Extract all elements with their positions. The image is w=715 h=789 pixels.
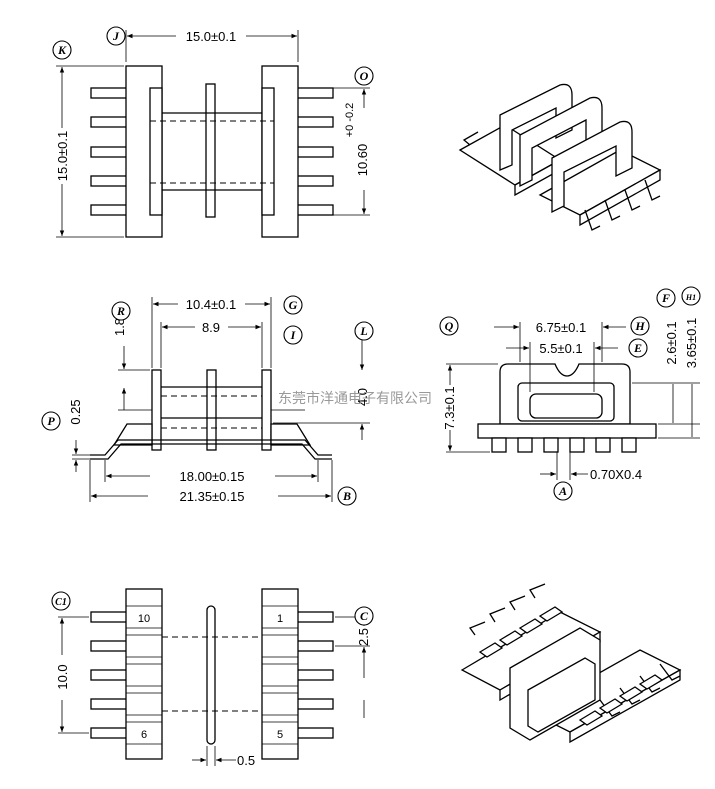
dim-bot-2: 2.5: [356, 628, 371, 646]
side-view: 10.4±0.1 8.9 1.8 4.0 0.25 18.00±0.15: [41, 295, 374, 506]
pin-5: 5: [277, 729, 283, 741]
pin-1: 1: [277, 613, 283, 625]
label-P: P: [41, 411, 61, 431]
watermark-text: 东莞市洋通电子有限公司: [278, 390, 432, 407]
label-C: C: [354, 606, 374, 626]
dim-side-2: 8.9: [202, 320, 220, 335]
front-view: 6.75±0.1 5.5±0.1 2.6±0.1 3.65±0.1 7.3±0.…: [439, 286, 701, 501]
bottom-view: 10 1 6 5 10.0 2.5 0.5 C1 C: [51, 588, 374, 768]
label-H1: H1: [681, 286, 701, 306]
label-J: J: [106, 26, 126, 46]
label-Q: Q: [439, 316, 459, 336]
svg-text:C: C: [360, 609, 369, 623]
svg-text:H: H: [634, 319, 645, 333]
label-L: L: [354, 321, 374, 341]
dim-front-4: 3.65±0.1: [684, 318, 699, 369]
svg-text:L: L: [359, 324, 367, 338]
dim-side-4: 4.0: [355, 388, 370, 406]
top-view: 15.0±0.1 15.0±0.1 10.60 +0 -0.2 J K O: [52, 26, 374, 238]
svg-text:P: P: [47, 414, 55, 428]
svg-text:A: A: [558, 484, 567, 498]
svg-text:G: G: [289, 298, 298, 312]
dim-bot-3: 0.5: [237, 753, 255, 768]
pin-6: 6: [141, 729, 147, 741]
dim-side-7: 21.35±0.15: [180, 489, 245, 504]
svg-text:J: J: [112, 29, 120, 43]
dim-side-6: 18.00±0.15: [180, 469, 245, 484]
dim-side-1: 10.4±0.1: [186, 297, 237, 312]
dim-top-width: 15.0±0.1: [186, 29, 237, 44]
dim-bot-1: 10.0: [55, 664, 70, 689]
label-E: E: [628, 338, 648, 358]
dim-top-inner-tol: +0 -0.2: [344, 103, 356, 138]
dim-top-height: 15.0±0.1: [55, 131, 70, 182]
svg-text:H1: H1: [685, 293, 696, 302]
svg-text:K: K: [57, 43, 67, 57]
svg-text:E: E: [633, 341, 642, 355]
isometric-view-top: [458, 83, 662, 231]
svg-text:Q: Q: [445, 319, 454, 333]
label-R: R: [111, 301, 131, 321]
label-G: G: [283, 295, 303, 315]
dim-front-6: 0.70X0.4: [590, 467, 642, 482]
label-I: I: [283, 325, 303, 345]
label-A: A: [553, 481, 573, 501]
dim-front-1: 6.75±0.1: [536, 320, 587, 335]
svg-text:R: R: [116, 304, 125, 318]
label-B: B: [337, 486, 357, 506]
dim-top-inner: 10.60: [355, 144, 370, 177]
svg-text:O: O: [360, 69, 369, 83]
dim-side-5: 0.25: [68, 399, 83, 424]
label-H: H: [630, 316, 650, 336]
dim-front-3: 2.6±0.1: [664, 321, 679, 364]
label-C1: C1: [51, 591, 71, 611]
pin-10: 10: [138, 613, 150, 625]
label-F: F: [656, 288, 676, 308]
dim-front-5: 7.3±0.1: [442, 386, 457, 429]
svg-text:I: I: [290, 328, 297, 342]
svg-text:C1: C1: [55, 597, 67, 608]
svg-text:B: B: [342, 489, 351, 503]
dim-side-3: 1.8: [112, 318, 127, 336]
dim-front-2: 5.5±0.1: [539, 341, 582, 356]
label-O: O: [354, 66, 374, 86]
label-K: K: [52, 40, 72, 60]
isometric-view-bottom: [460, 583, 682, 744]
svg-text:F: F: [661, 291, 670, 305]
